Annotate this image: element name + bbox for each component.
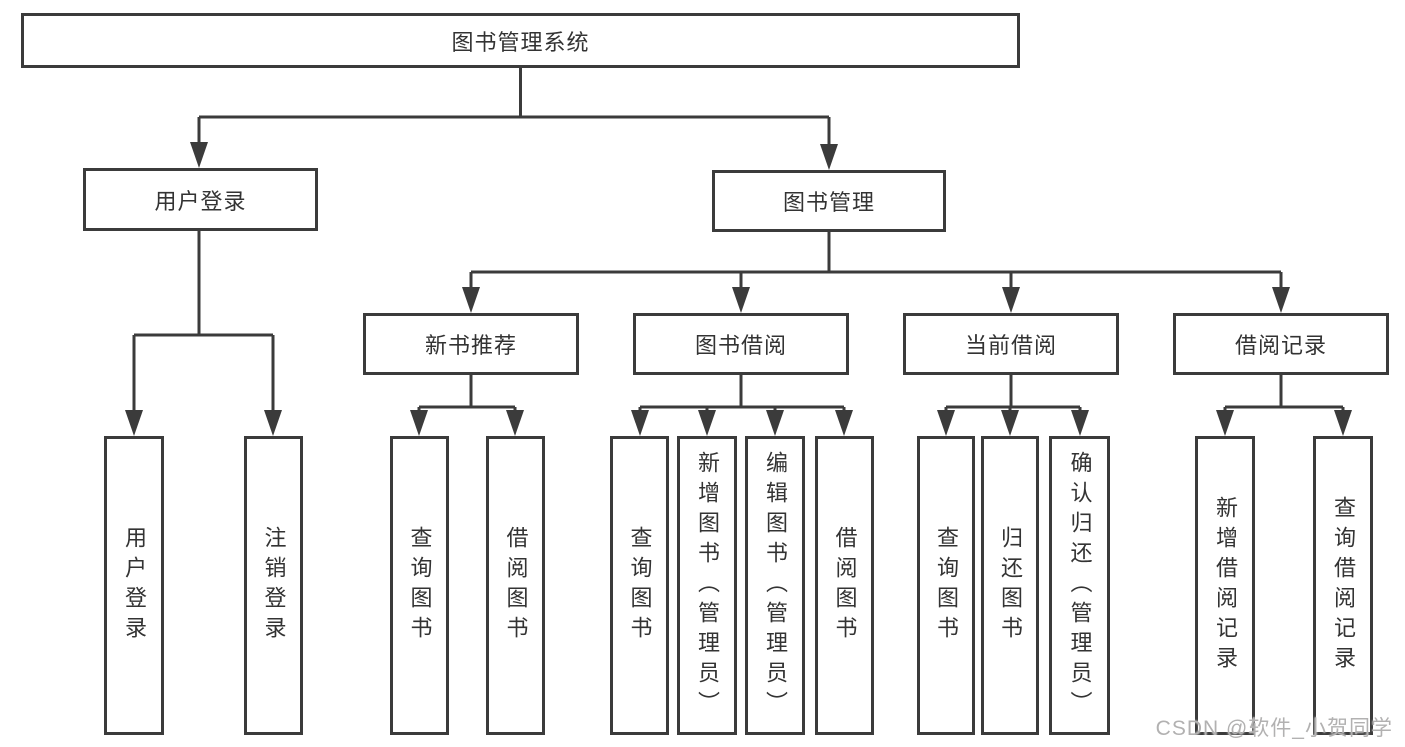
leaf-add-book-admin: 新增图书（管理员） (677, 436, 737, 735)
node-label: 归还图书 (998, 525, 1023, 646)
node-book-management: 图书管理 (712, 170, 946, 232)
node-label: 查询图书 (934, 525, 959, 646)
leaf-logout: 注销登录 (244, 436, 303, 735)
node-label: 图书管理系统 (451, 29, 590, 55)
leaf-borrow-books-1: 借阅图书 (486, 436, 545, 735)
node-label: 查询图书 (627, 525, 653, 646)
node-user-login: 用户登录 (83, 168, 318, 231)
leaf-add-borrow-record: 新增借阅记录 (1195, 436, 1255, 735)
node-label: 新增图书（管理员） (695, 450, 720, 721)
arrowheads (125, 142, 1352, 436)
leaf-query-borrow-record: 查询借阅记录 (1313, 436, 1373, 735)
node-label: 查询借阅记录 (1331, 495, 1356, 676)
leaf-confirm-return-admin: 确认归还（管理员） (1049, 436, 1110, 735)
node-label: 借阅记录 (1234, 333, 1327, 358)
node-label: 查询图书 (407, 525, 433, 646)
leaf-query-books-3: 查询图书 (917, 436, 975, 735)
leaf-return-books: 归还图书 (981, 436, 1039, 735)
node-label: 注销登录 (261, 525, 287, 646)
node-label: 借阅图书 (503, 525, 529, 646)
node-label: 当前借阅 (964, 333, 1057, 358)
node-label: 图书管理 (782, 190, 875, 215)
node-book-borrowing: 图书借阅 (633, 313, 849, 375)
csdn-watermark: CSDN @软件_小贺同学 (1155, 717, 1393, 740)
node-label: 图书借阅 (694, 333, 787, 358)
node-new-book-recommend: 新书推荐 (363, 313, 579, 375)
leaf-borrow-books-2: 借阅图书 (815, 436, 874, 735)
node-label: 借阅图书 (832, 525, 858, 646)
node-label: 确认归还（管理员） (1067, 450, 1093, 721)
leaf-query-books-1: 查询图书 (390, 436, 449, 735)
node-current-borrowing: 当前借阅 (903, 313, 1119, 375)
node-label: 编辑图书（管理员） (763, 450, 788, 721)
leaf-query-books-2: 查询图书 (610, 436, 669, 735)
node-label: 用户登录 (154, 188, 247, 214)
leaf-edit-book-admin: 编辑图书（管理员） (745, 436, 805, 735)
leaf-user-login: 用户登录 (104, 436, 164, 735)
node-label: 新书推荐 (424, 333, 517, 358)
node-label: 新增借阅记录 (1213, 495, 1238, 676)
node-label: 用户登录 (122, 525, 147, 646)
node-library-management-system: 图书管理系统 (21, 13, 1020, 68)
node-borrowing-records: 借阅记录 (1173, 313, 1389, 375)
